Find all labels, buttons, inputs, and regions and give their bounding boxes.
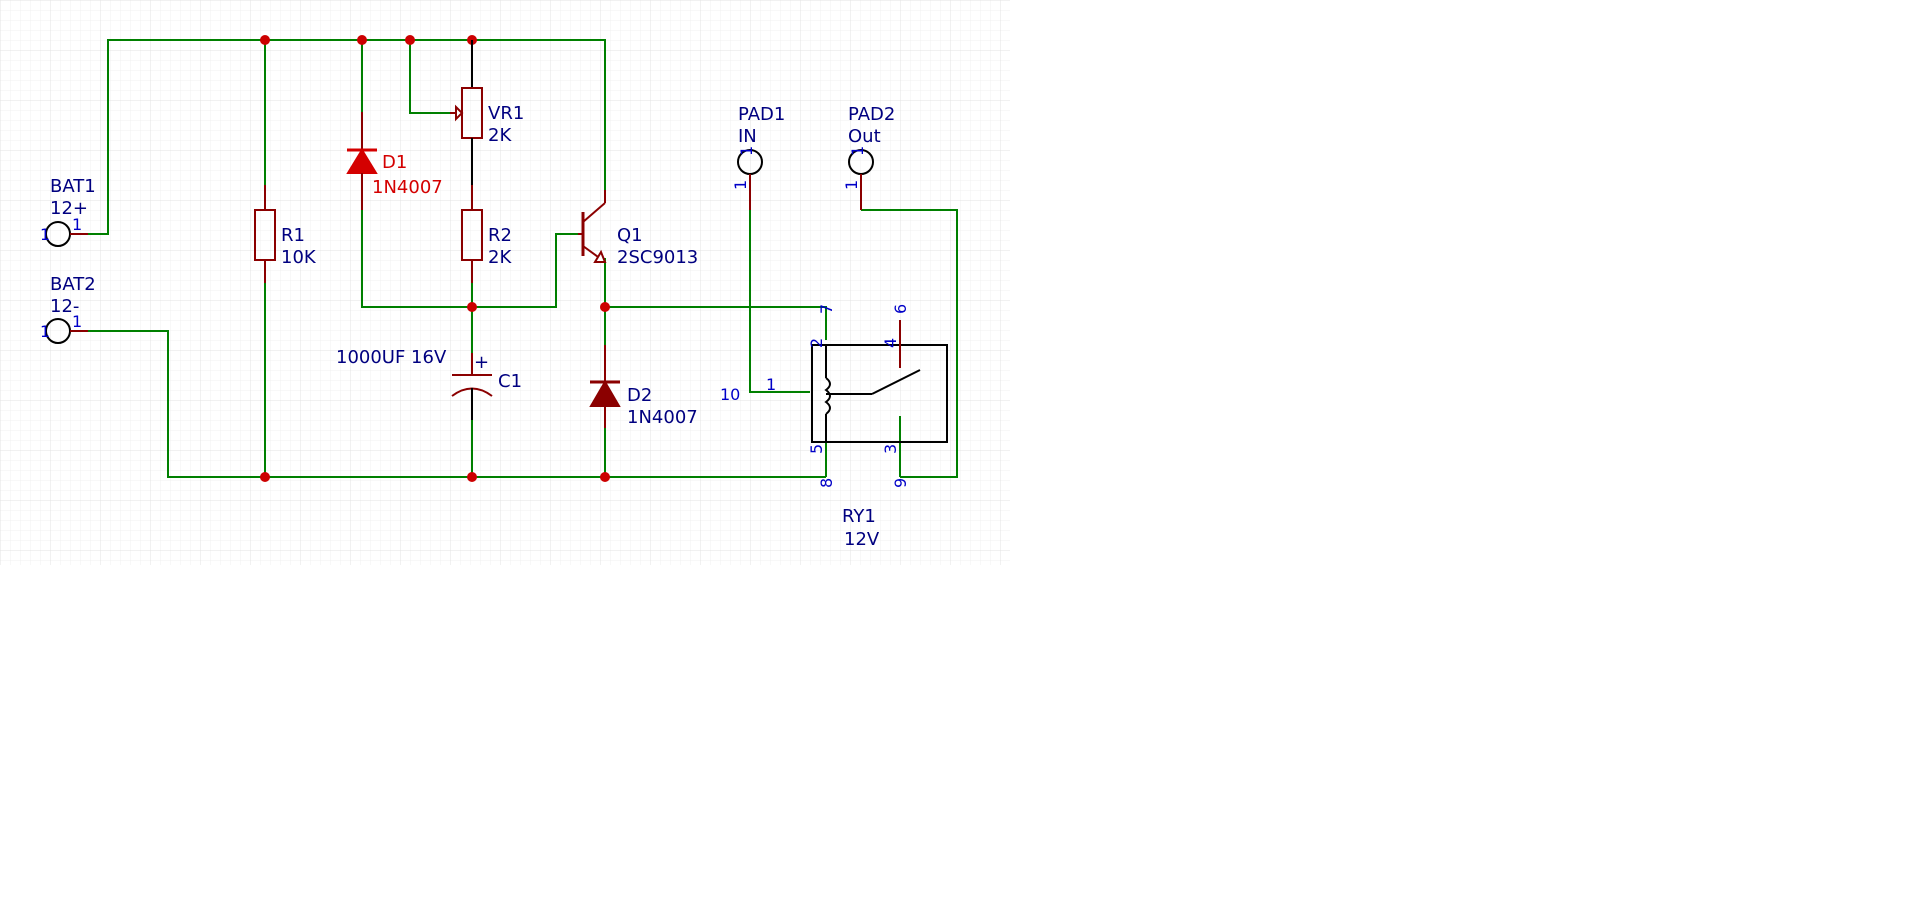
pad1-value: IN [738,126,757,147]
q1-value: 2SC9013 [617,247,698,268]
pad2-ref: PAD2 [848,104,895,125]
ry1-pin-1: 1 [766,375,776,394]
bat2-terminal[interactable]: 1 1 BAT2 12- [40,274,96,344]
pad1-pin-top: 1 [737,146,756,156]
ry1-relay[interactable]: 7 2 6 4 10 1 5 8 3 9 RY1 12V [720,304,948,550]
ry1-pin-7: 7 [817,304,836,314]
wires [88,39,958,478]
grid-background [0,0,1010,565]
ry1-pin-8: 8 [817,478,836,488]
bat2-ref: BAT2 [50,274,96,295]
r2-value: 2K [488,247,512,268]
junctions [260,35,610,482]
pad1-terminal[interactable]: 1 1 PAD1 IN [731,104,785,210]
r1-resistor[interactable]: R1 10K [254,185,317,283]
c1-value: 1000UF 16V [336,347,447,368]
vr1-ref: VR1 [488,103,524,124]
ry1-pin-9: 9 [891,478,910,488]
d1-value: 1N4007 [372,177,443,198]
pad1-ref: PAD1 [738,104,785,125]
bat1-ref: BAT1 [50,176,96,197]
bat1-terminal[interactable]: 1 1 BAT1 12+ [40,176,96,247]
r2-ref: R2 [488,225,512,246]
ry1-value: 12V [844,529,880,550]
r2-resistor[interactable]: R2 2K [461,185,512,283]
ry1-pin-4: 4 [881,338,900,348]
ry1-pin-5: 5 [807,444,826,454]
q1-transistor[interactable]: Q1 2SC9013 [578,190,698,268]
c1-capacitor[interactable]: + 1000UF 16V C1 [336,347,522,420]
ry1-pin-6: 6 [891,304,910,314]
pad1-pin: 1 [731,180,750,190]
d2-value: 1N4007 [627,407,698,428]
r1-value: 10K [281,247,317,268]
ry1-ref: RY1 [842,506,876,527]
pad2-terminal[interactable]: 1 1 PAD2 Out [842,104,895,210]
c1-polarity: + [474,352,489,373]
ry1-pin-3: 3 [881,444,900,454]
ry1-pin-10: 10 [720,385,740,404]
pad2-pin-top: 1 [848,146,867,156]
bat1-value: 12+ [50,198,88,219]
bat1-pin-left: 1 [40,225,50,244]
bat2-pin-left: 1 [40,322,50,341]
d1-diode[interactable]: D1 1N4007 [346,112,443,210]
bat1-pin: 1 [72,215,82,234]
d2-diode[interactable]: D2 1N4007 [589,345,698,428]
bat2-value: 12- [50,296,79,317]
pad2-pin: 1 [842,180,861,190]
q1-ref: Q1 [617,225,643,246]
vr1-potentiometer[interactable]: VR1 2K [450,40,524,185]
c1-ref: C1 [498,371,522,392]
vr1-value: 2K [488,125,512,146]
ry1-pin-2: 2 [807,338,826,348]
d1-ref: D1 [382,152,407,173]
pad2-value: Out [848,126,881,147]
r1-ref: R1 [281,225,305,246]
d2-ref: D2 [627,385,652,406]
bat2-pin: 1 [72,312,82,331]
